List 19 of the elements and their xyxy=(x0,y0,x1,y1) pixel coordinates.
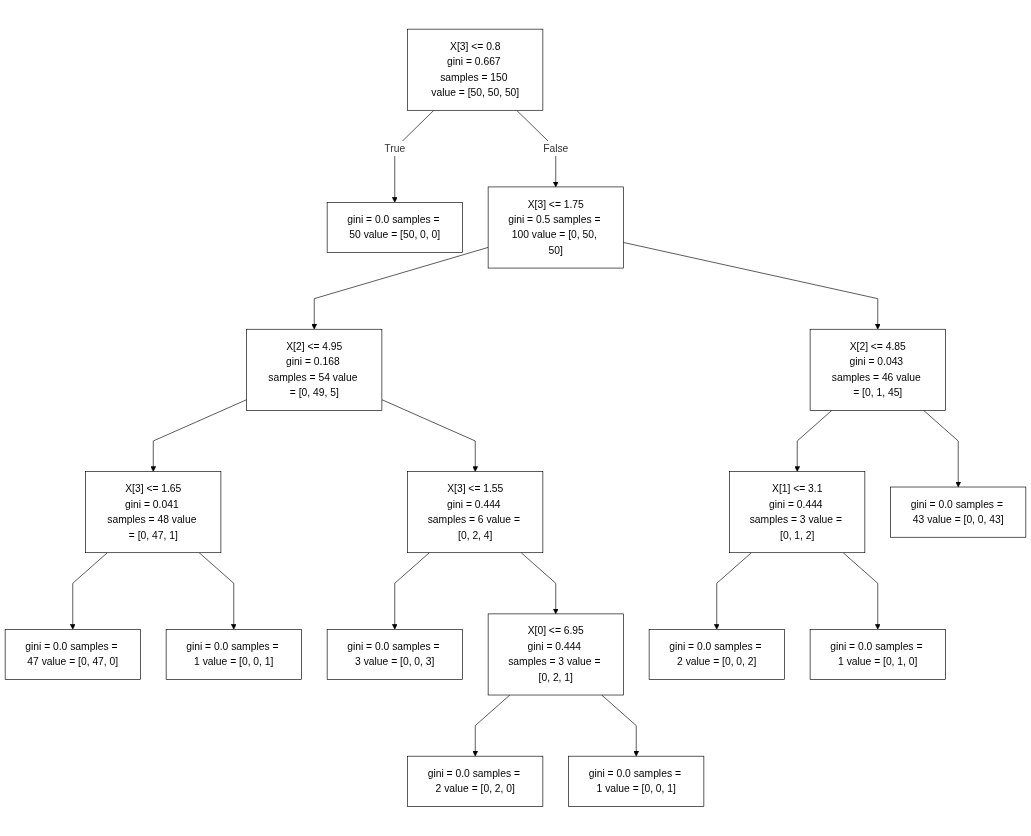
edge-label: False xyxy=(543,143,569,154)
node-box: gini = 0.0 samples = 2 value = [0, 0, 2] xyxy=(648,629,785,681)
node-box: X[3] <= 1.75 gini = 0.5 samples = 100 value = [0, 50, 50] xyxy=(487,186,624,269)
edge-label: True xyxy=(384,143,406,154)
node-box: X[3] <= 0.8 gini = 0.667 samples = 150 value = [50, 50, 50] xyxy=(407,29,544,111)
node-box: gini = 0.0 samples = 1 value = [0, 0, 1] xyxy=(165,629,302,681)
node-box: gini = 0.0 samples = 43 value = [0, 0, 43] xyxy=(890,486,1027,538)
node-box: X[1] <= 3.1 gini = 0.444 samples = 3 value = [0, 1, 2] xyxy=(729,471,866,554)
node-box: X[2] <= 4.95 gini = 0.168 samples = 54 value = [0, 49, 5] xyxy=(246,329,383,411)
node-box: X[0] <= 6.95 gini = 0.444 samples = 3 value = [0, 2, 1] xyxy=(487,613,624,696)
node-box: X[3] <= 1.55 gini = 0.444 samples = 6 value = [0, 2, 4] xyxy=(407,471,544,554)
node-box: X[2] <= 4.85 gini = 0.043 samples = 46 value = [0, 1, 45] xyxy=(809,329,946,411)
node-box: gini = 0.0 samples = 2 value = [0, 2, 0] xyxy=(407,756,544,807)
node-box: gini = 0.0 samples = 1 value = [0, 1, 0] xyxy=(809,629,946,681)
node-box: gini = 0.0 samples = 50 value = [50, 0, 0] xyxy=(326,202,463,254)
node-box: gini = 0.0 samples = 47 value = [0, 47, 0] xyxy=(4,629,141,681)
node-box: gini = 0.0 samples = 1 value = [0, 0, 1] xyxy=(568,756,705,807)
node-box: gini = 0.0 samples = 3 value = [0, 0, 3] xyxy=(326,629,463,681)
node-box: X[3] <= 1.65 gini = 0.041 samples = 48 value = [0, 47, 1] xyxy=(85,471,222,554)
